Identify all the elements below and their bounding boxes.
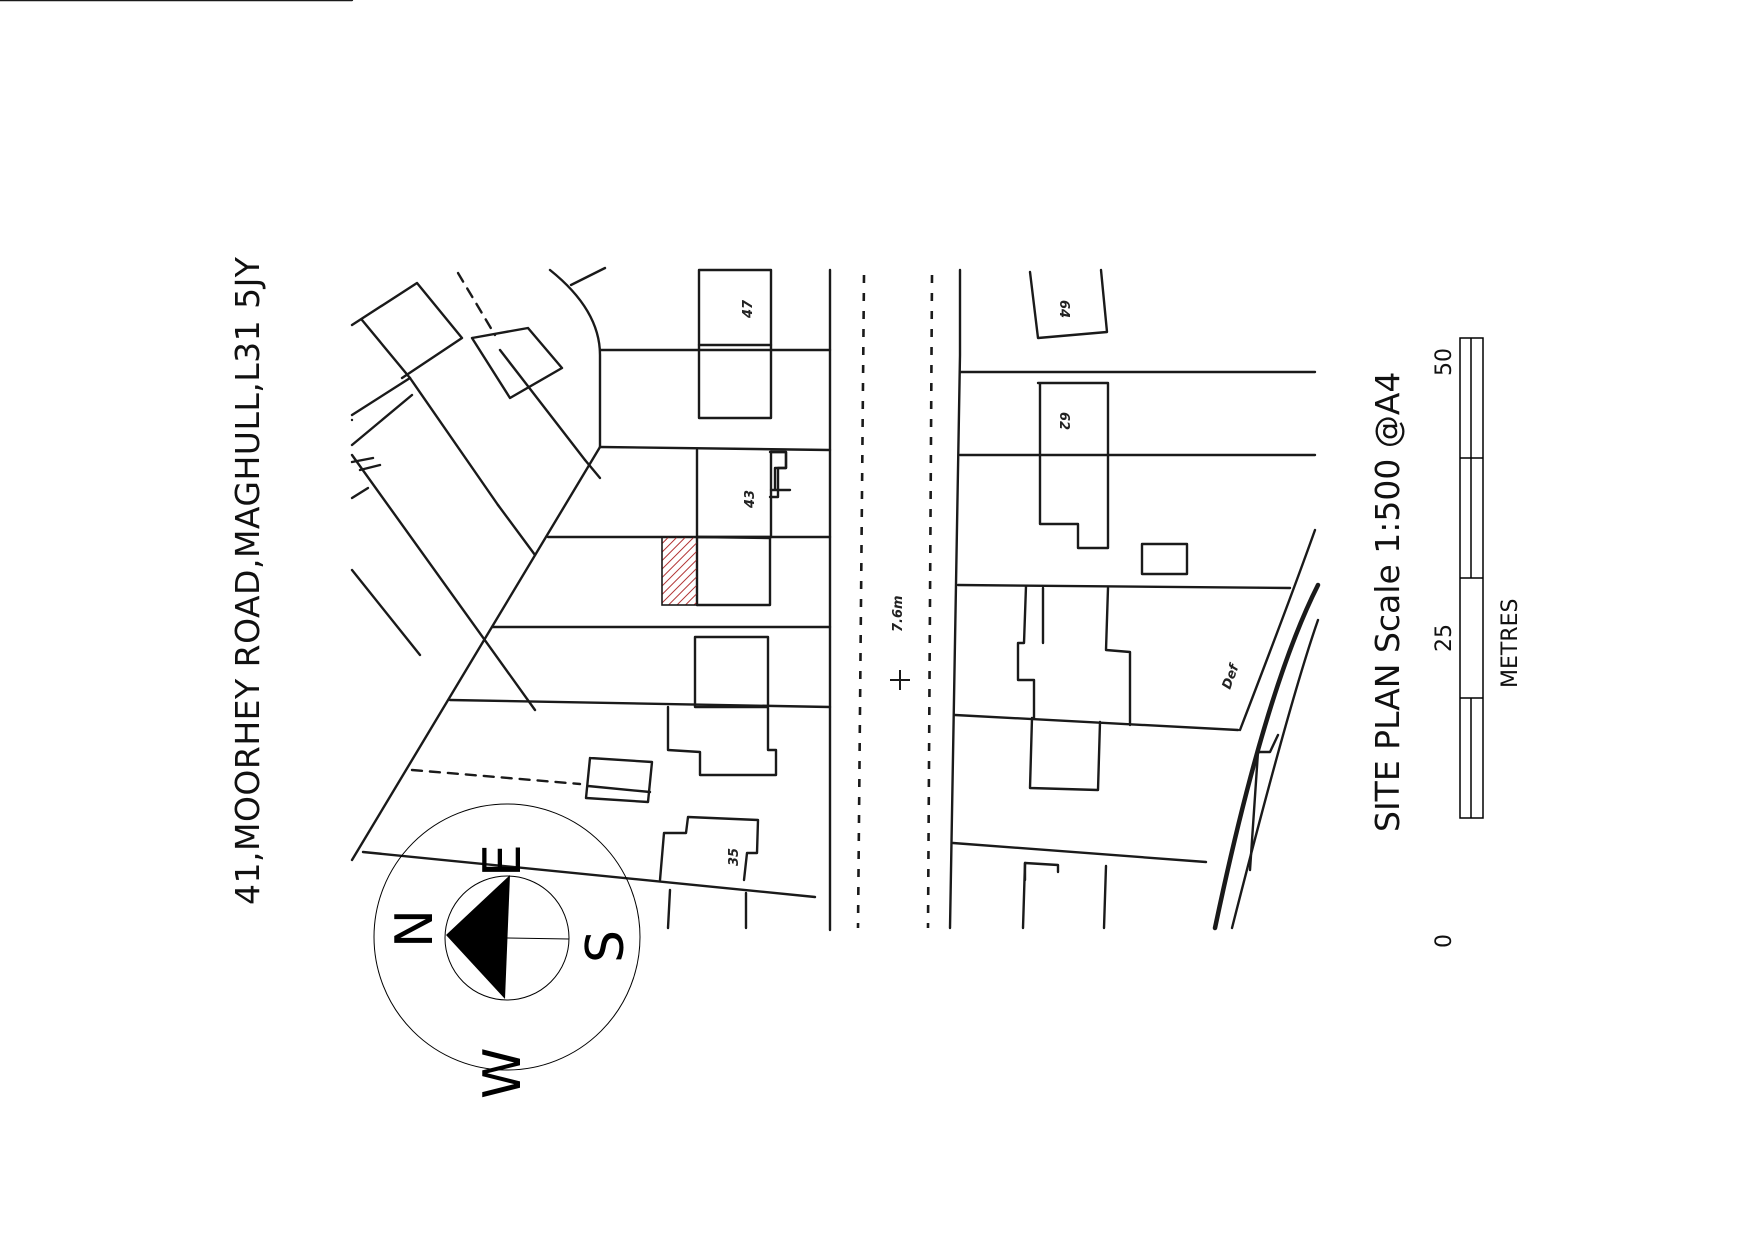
scale-unit-label: METRES: [1498, 598, 1523, 688]
svg-text:43: 43: [743, 490, 758, 509]
plot-boundaries: [0, 0, 1321, 932]
svg-text:E: E: [473, 844, 533, 877]
scale-tick-0: 0: [1432, 934, 1457, 948]
north-arrow-icon: [446, 875, 510, 999]
svg-text:Def: Def: [1220, 660, 1244, 691]
svg-text:N: N: [385, 909, 445, 948]
compass-rose: N S E W: [373, 803, 641, 1099]
road-dashed-edges: [856, 274, 934, 929]
svg-text:64: 64: [1056, 300, 1071, 318]
site-highlight: [661, 536, 698, 606]
svg-text:7.6m: 7.6m: [891, 595, 906, 632]
svg-text:W: W: [473, 1048, 533, 1099]
svg-text:35: 35: [727, 848, 742, 866]
svg-text:S: S: [576, 930, 636, 963]
scale-bar: [1459, 337, 1484, 819]
house-number-labels: 47 43 35 64 62 Def: [727, 299, 1243, 866]
address-title: 41,MOORHEY ROAD,MAGHULL,L31 5JY: [228, 256, 267, 905]
road-annotations: 7.6m: [890, 595, 910, 690]
svg-text:47: 47: [741, 299, 756, 319]
scale-tick-25: 25: [1432, 624, 1457, 652]
site-plan-title: SITE PLAN Scale 1:500 @A4: [1368, 371, 1407, 832]
scale-tick-50: 50: [1432, 348, 1457, 376]
svg-text:62: 62: [1056, 412, 1071, 430]
